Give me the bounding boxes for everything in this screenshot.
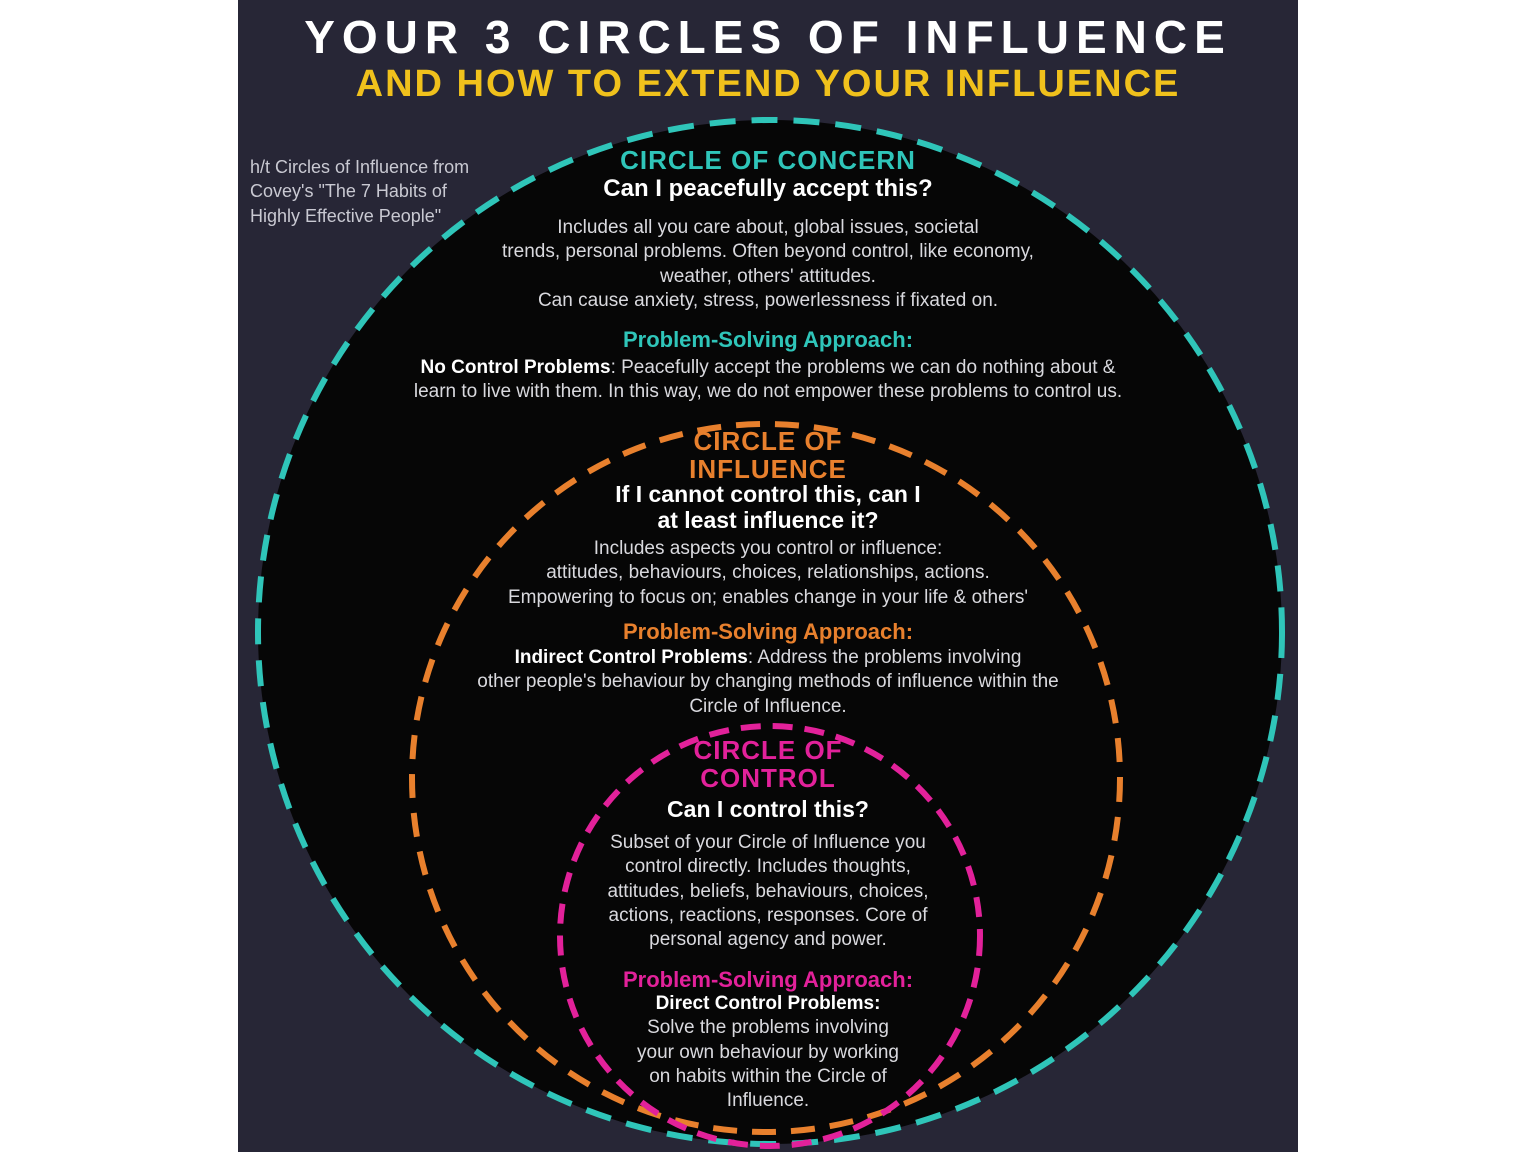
- circle-of-control-question: Can I control this?: [667, 796, 869, 822]
- circle-of-concern-approach-text: : Peacefully accept the problems we can …: [413, 357, 1123, 403]
- circle-of-influence-approach-text: : Address the problems involving other p…: [477, 647, 1059, 717]
- circle-of-influence-approach-term: Indirect Control Problems: [514, 647, 748, 668]
- infographic-panel: YOUR 3 CIRCLES OF INFLUENCE AND HOW TO E…: [238, 0, 1298, 1152]
- circle-of-concern-approach-label: Problem-Solving Approach:: [622, 327, 914, 352]
- circle-of-control-approach: Direct Control Problems: Solve the probl…: [518, 992, 1018, 1114]
- circle-of-control-description: Subset of your Circle of Influence you c…: [607, 832, 929, 951]
- circle-of-control-ring: [557, 723, 983, 1149]
- circle-of-influence-approach-label: Problem-Solving Approach:: [622, 619, 914, 644]
- circle-of-control-approach-term: Direct Control Problems:: [655, 993, 881, 1014]
- attribution-note: h/t Circles of Influence from Covey's "T…: [250, 157, 470, 226]
- circle-of-concern-approach: No Control Problems: Peacefully accept t…: [268, 356, 1268, 405]
- circle-of-control-approach-label: Problem-Solving Approach:: [622, 967, 914, 992]
- circle-of-concern-title: CIRCLE OF CONCERN: [620, 145, 916, 175]
- circle-of-influence-question: If I cannot control this, can I at least…: [615, 481, 921, 534]
- page-title: YOUR 3 CIRCLES OF INFLUENCE: [304, 11, 1232, 63]
- page-subtitle: AND HOW TO EXTEND YOUR INFLUENCE: [355, 63, 1181, 105]
- circle-of-concern-approach-term: No Control Problems: [420, 357, 611, 378]
- circle-of-concern-description: Includes all you care about, global issu…: [502, 217, 1034, 311]
- circle-of-control-approach-text: Solve the problems involving your own be…: [637, 1017, 899, 1112]
- circle-of-concern-question: Can I peacefully accept this?: [603, 175, 933, 202]
- circle-of-control-title: CIRCLE OF CONTROL: [693, 735, 843, 794]
- concentric-circles-diagram: [255, 117, 1285, 1149]
- circle-of-influence-approach: Indirect Control Problems: Address the p…: [368, 646, 1168, 719]
- circle-of-influence-title: CIRCLE OF INFLUENCE: [689, 426, 847, 485]
- circle-of-influence-ring: [409, 421, 1123, 1135]
- circle-of-influence-description: Includes aspects you control or influenc…: [507, 538, 1029, 608]
